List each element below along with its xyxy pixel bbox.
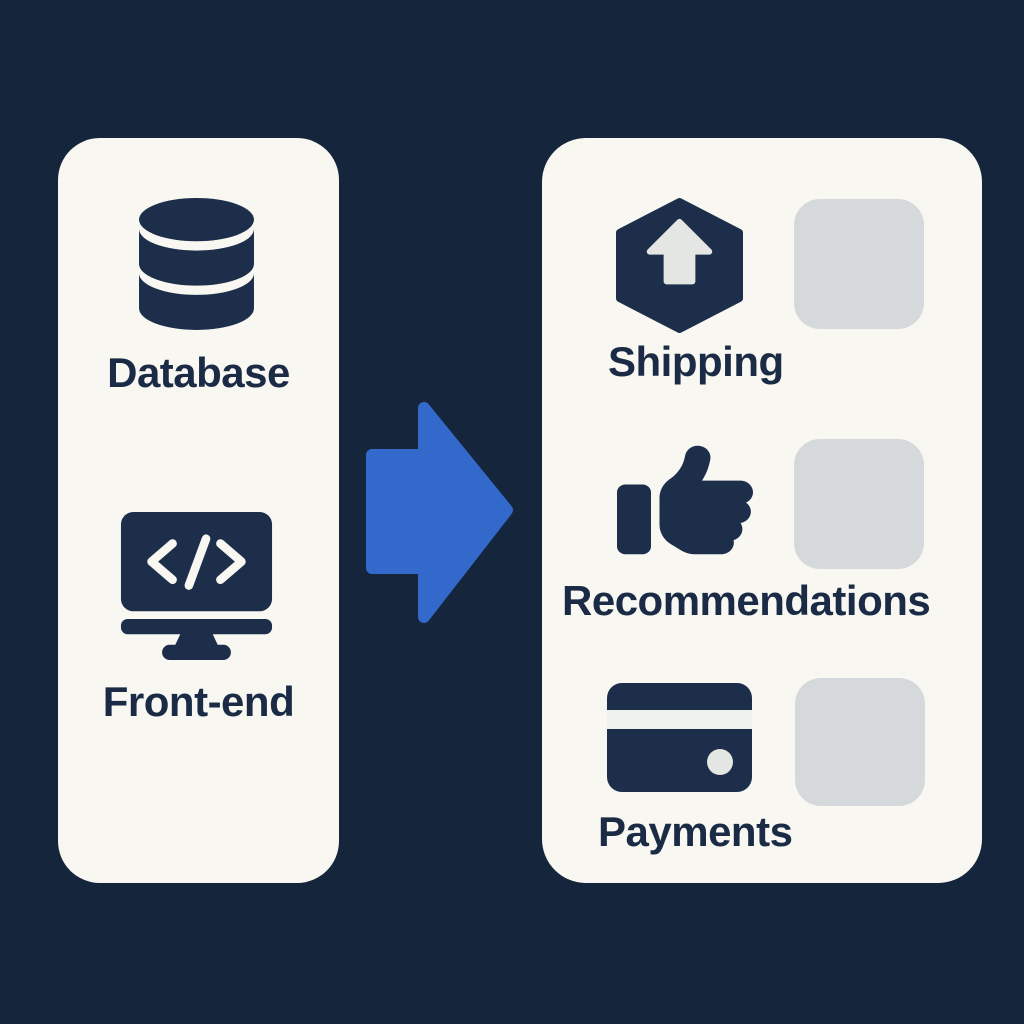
monolith-panel: Database Front-end <box>58 138 339 883</box>
service-row-recommendations: Recommendations <box>542 438 982 678</box>
recommendations-label: Recommendations <box>562 577 931 624</box>
image-placeholder <box>794 439 924 569</box>
service-row-payments: Payments <box>542 678 982 918</box>
shipping-box-hexagon-icon <box>616 198 743 333</box>
image-placeholder <box>795 678 925 806</box>
payments-label: Payments <box>598 808 793 855</box>
block-arrow-right-icon <box>366 402 513 623</box>
services-panel: Shipping Recommendations Payments <box>542 138 982 883</box>
database-icon <box>139 198 254 330</box>
front-end-label: Front-end <box>102 678 295 725</box>
service-row-shipping: Shipping <box>542 198 982 438</box>
shipping-label: Shipping <box>608 338 784 385</box>
credit-card-icon <box>607 683 752 792</box>
image-placeholder <box>794 199 924 329</box>
database-label: Database <box>107 349 290 396</box>
code-monitor-icon <box>120 512 273 660</box>
thumbs-up-icon <box>617 445 753 555</box>
